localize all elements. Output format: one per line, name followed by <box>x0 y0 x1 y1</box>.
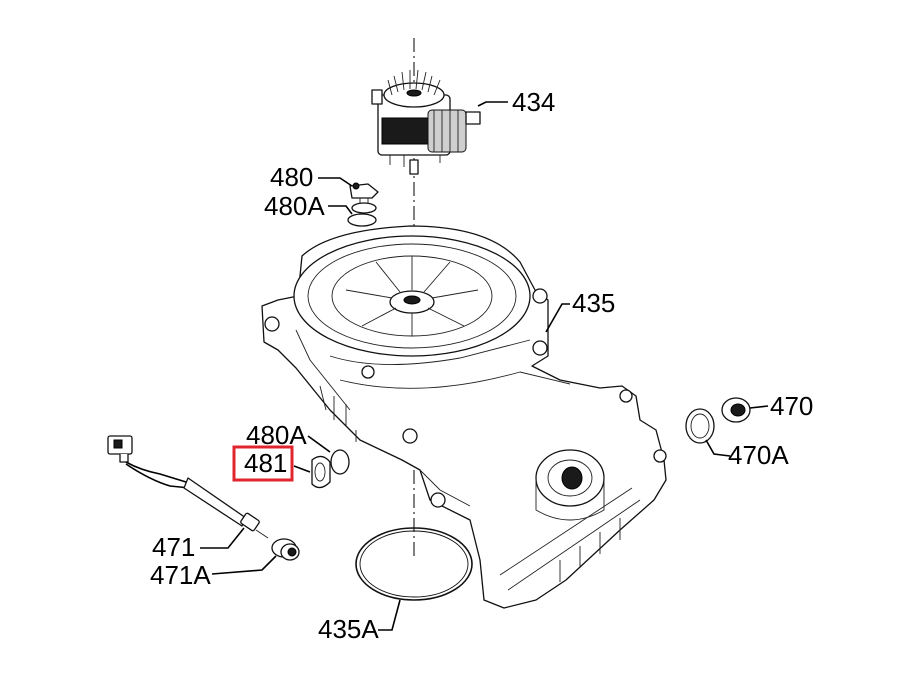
label-471: 471 <box>152 532 195 562</box>
gasket-435a-inner <box>359 530 469 598</box>
label-435: 435 <box>572 288 615 318</box>
o-ring-480a-mid-part[interactable] <box>330 449 350 475</box>
fan-housing-part[interactable] <box>261 225 667 609</box>
bracket-480-part[interactable] <box>349 182 379 214</box>
clip-481-part[interactable] <box>311 455 331 489</box>
gasket-435a-part[interactable] <box>355 527 473 601</box>
label-480a-top: 480A <box>264 191 325 221</box>
label-480a-mid: 480A <box>246 420 307 450</box>
grommet-470-part[interactable] <box>721 397 751 423</box>
highlight-box-481 <box>232 445 294 482</box>
label-480: 480 <box>270 162 313 192</box>
o-ring-480a-top-part[interactable] <box>347 213 377 227</box>
label-481: 481 <box>244 448 287 478</box>
label-470a: 470A <box>728 440 789 470</box>
fan-motor-part[interactable] <box>371 69 481 175</box>
sensor-471-part[interactable] <box>107 435 269 539</box>
label-434: 434 <box>512 87 555 117</box>
label-471a: 471A <box>150 560 211 590</box>
label-470: 470 <box>770 391 813 421</box>
seal-ring-470a-part[interactable] <box>685 408 715 444</box>
label-435a: 435A <box>318 614 379 644</box>
leader-lines <box>200 101 769 631</box>
fitting-471a-part[interactable] <box>271 538 300 561</box>
